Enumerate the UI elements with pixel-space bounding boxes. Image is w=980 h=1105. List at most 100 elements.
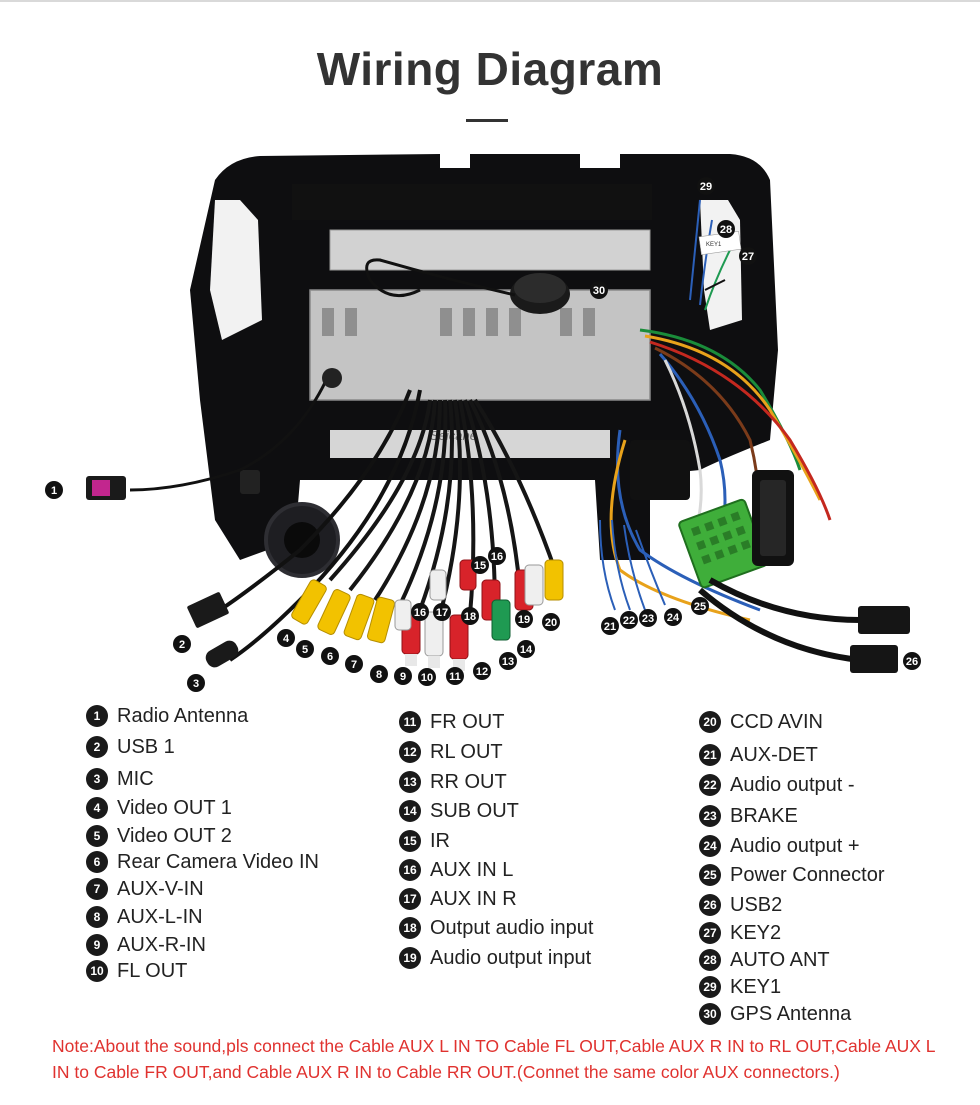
number-badge: 5: [86, 825, 108, 847]
callout-2: 2: [173, 635, 191, 653]
legend-item-17: 17 AUX IN R: [399, 887, 517, 911]
legend-label: AUX-DET: [730, 743, 818, 766]
callout-1: 1: [45, 481, 63, 499]
legend-item-27: 27 KEY2: [699, 921, 781, 945]
callout-24: 24: [664, 608, 682, 626]
svg-text:3: 3: [193, 678, 199, 690]
legend-label: FL OUT: [117, 959, 188, 982]
legend-label: RR OUT: [430, 770, 507, 793]
svg-text:14: 14: [520, 644, 533, 656]
callout-18: 18: [461, 607, 479, 625]
svg-text:24: 24: [667, 612, 680, 624]
callout-13: 13: [499, 652, 517, 670]
number-badge: 24: [699, 835, 721, 857]
number-badge: 20: [699, 711, 721, 733]
legend-label: Output audio input: [430, 916, 594, 939]
number-badge: 16: [399, 859, 421, 881]
svg-text:28: 28: [720, 224, 732, 236]
number-badge: 30: [699, 1003, 721, 1025]
signal-wires: [599, 519, 666, 611]
number-badge: 27: [699, 922, 721, 944]
page-title: Wiring Diagram: [316, 43, 664, 95]
svg-text:27: 27: [742, 251, 754, 263]
callout-27: 27: [739, 247, 757, 265]
legend-label: KEY2: [730, 921, 782, 944]
svg-text:22: 22: [623, 615, 635, 627]
number-badge: 25: [699, 864, 721, 886]
legend-item-19: 19 Audio output input: [399, 946, 591, 970]
svg-text:8: 8: [376, 669, 382, 681]
number-badge: 6: [86, 851, 108, 873]
svg-text:7: 7: [351, 659, 357, 671]
callout-8: 8: [370, 665, 388, 683]
legend-label: AUX-L-IN: [117, 905, 203, 928]
callout-21: 21: [601, 617, 619, 635]
number-badge: 19: [399, 947, 421, 969]
legend-label: USB2: [730, 893, 783, 916]
legend-label: Audio output -: [730, 773, 855, 796]
legend-label: Radio Antenna: [117, 704, 249, 727]
legend-item-3: 3 MIC: [86, 767, 154, 791]
number-badge: 3: [86, 768, 108, 790]
legend-label: MIC: [117, 767, 154, 790]
legend-item-15: 15 IR: [399, 829, 450, 853]
callout-20: 20: [542, 613, 560, 631]
callout-16: 16: [488, 547, 506, 565]
svg-text:13: 13: [502, 656, 514, 668]
callout-28: 28: [717, 220, 735, 238]
power-harness: [609, 328, 832, 622]
head-unit-chassis: Seicane: [292, 184, 652, 458]
legend-label: Audio output +: [730, 834, 860, 857]
rca-plugs: [291, 559, 564, 671]
svg-text:21: 21: [604, 621, 616, 633]
svg-text:26: 26: [906, 656, 918, 668]
callout-22: 22: [620, 611, 638, 629]
legend-label: BRAKE: [730, 804, 798, 827]
radio-antenna-cable: [86, 368, 342, 500]
callout-12: 12: [473, 662, 491, 680]
legend-label: Power Connector: [730, 863, 885, 886]
number-badge: 12: [399, 741, 421, 763]
svg-text:5: 5: [302, 644, 308, 656]
number-badge: 17: [399, 888, 421, 910]
number-badge: 1: [86, 705, 108, 727]
legend-item-12: 12 RL OUT: [399, 740, 503, 764]
legend-item-2: 2 USB 1: [86, 735, 175, 759]
legend-label: Audio output input: [430, 946, 592, 969]
top-divider: [0, 0, 980, 2]
svg-text:4: 4: [283, 633, 290, 645]
number-badge: 9: [86, 934, 108, 956]
key1-tag: KEY1: [706, 242, 722, 248]
callout-3: 3: [187, 674, 205, 692]
legend-label: AUX IN R: [430, 887, 517, 910]
legend-label: AUX-V-IN: [117, 877, 204, 900]
legend-label: RL OUT: [430, 740, 503, 763]
callout-17: 17: [433, 603, 451, 621]
legend-label: IR: [430, 829, 450, 852]
svg-text:25: 25: [694, 601, 706, 613]
legend-label: SUB OUT: [430, 799, 519, 822]
legend-label: KEY1: [730, 975, 782, 998]
legend-label: FR OUT: [430, 710, 505, 733]
number-badge: 15: [399, 830, 421, 852]
svg-text:11: 11: [449, 671, 461, 683]
svg-text:9: 9: [400, 671, 406, 683]
number-badge: 2: [86, 736, 108, 758]
callout-16b: 16: [411, 603, 429, 621]
legend-label: USB 1: [117, 735, 175, 758]
number-badge: 18: [399, 917, 421, 939]
svg-text:2: 2: [179, 639, 185, 651]
